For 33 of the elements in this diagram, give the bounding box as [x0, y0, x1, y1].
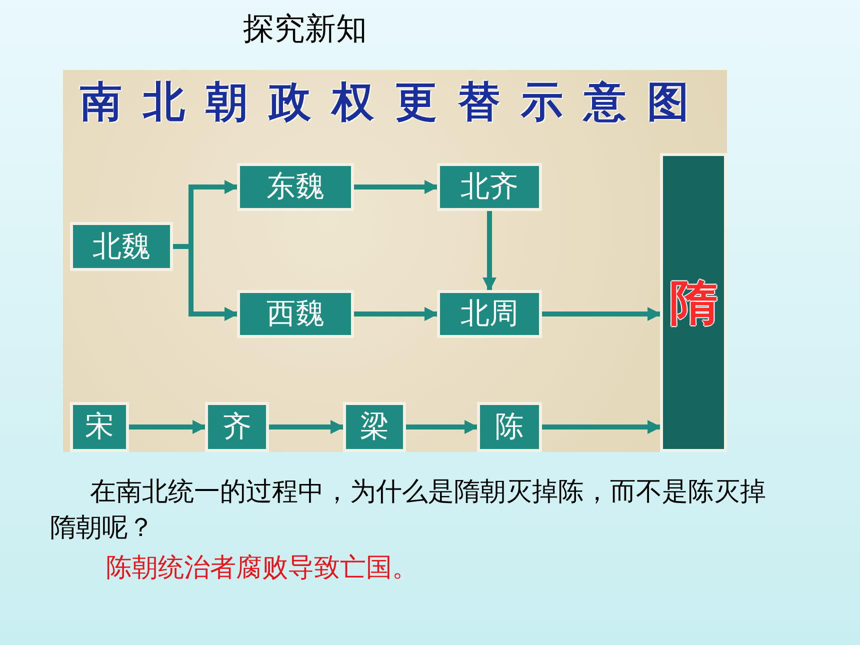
dynasty-box: [343, 402, 406, 452]
arrow: [542, 307, 662, 321]
dynasty-box: [437, 290, 542, 338]
diagram-panel: [63, 70, 727, 452]
answer-text: 陈朝统治者腐败导致亡国。: [106, 552, 418, 585]
dynasty-name: 梁: [360, 408, 389, 445]
arrow: [354, 307, 438, 321]
dynasty-box: [437, 163, 542, 211]
dynasty-box: [237, 290, 354, 338]
dynasty-name: 东魏: [266, 168, 324, 205]
dynasty-box: [477, 402, 542, 452]
dynasty-box: [660, 153, 727, 452]
arrow: [269, 420, 344, 434]
dynasty-name: 隋: [670, 274, 718, 332]
arrow: [542, 420, 662, 434]
dynasty-box: [70, 222, 173, 271]
dynasty-name: 北齐: [460, 168, 518, 205]
dynasty-name: 西魏: [266, 295, 324, 332]
dynasty-name: 北魏: [92, 228, 150, 264]
page-title: 探究新知: [243, 10, 367, 49]
arrow: [354, 180, 438, 194]
dynasty-name: 北周: [460, 295, 518, 332]
dynasty-name: 宋: [85, 408, 114, 445]
dynasty-name: 陈: [495, 408, 524, 445]
arrow: [406, 420, 478, 434]
arrow: [482, 211, 496, 292]
panel-title: 南北朝政权更替示意图: [79, 76, 711, 128]
dynasty-box: [237, 163, 354, 211]
question-text: 在南北统一的过程中，为什么是隋朝灭掉陈，而不是陈灭掉隋朝呢？: [50, 476, 767, 545]
dynasty-box: [70, 402, 129, 452]
dynasty-name: 齐: [222, 408, 252, 445]
arrow: [129, 420, 206, 434]
dynasty-box: [205, 402, 269, 452]
